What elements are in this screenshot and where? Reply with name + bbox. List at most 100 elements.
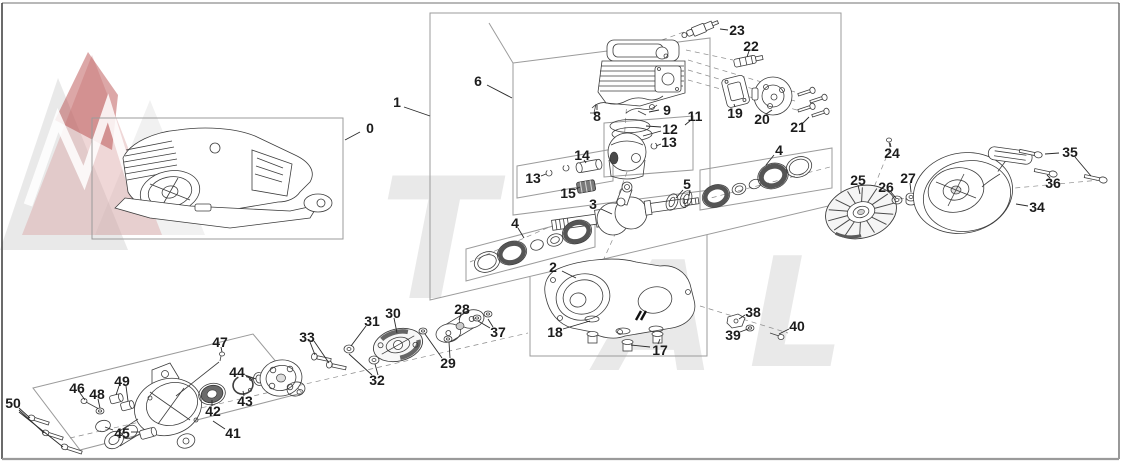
bracket-screw [769,332,785,340]
leader-line-2 [561,270,577,279]
callout-23: 23 [729,22,745,38]
leader-line-46 [79,392,86,401]
leader-line-25 [857,184,861,195]
starter-screw-b [1083,174,1108,184]
engine-fins [123,140,178,181]
ignition-rotor [751,76,793,116]
leader-line-50 [18,411,64,448]
callout-31: 31 [364,313,380,329]
shoe-washers [418,327,453,343]
wrist-pin [575,158,603,174]
piston [607,132,647,180]
gearhead-nut [95,407,105,415]
callout-4: 4 [775,142,783,158]
callout-13: 13 [661,134,677,150]
rotor-screws [797,86,830,118]
callout-38: 38 [745,304,761,320]
leader-line-50 [18,407,31,419]
leader-line-17 [630,344,651,348]
leader-line-49 [125,385,129,402]
starter-rope [981,173,1001,188]
leader-line-11 [684,119,692,126]
watermark-letter-0: T [380,142,506,338]
leader-line-5 [688,189,691,197]
housing-bolts [27,414,83,455]
page-border [1,2,1120,461]
leader-line-29 [424,333,443,359]
leader-line-40 [778,328,790,335]
callout-22: 22 [743,38,759,54]
box-cylinder-kit-edge [488,22,514,64]
callout-17: 17 [652,342,668,358]
vibration-feet [586,331,664,352]
engine-side-cover [251,149,293,197]
oring [95,419,111,433]
leader-line-12 [645,125,662,128]
clutch-washer-a [343,344,355,354]
callout-25: 25 [850,172,866,188]
clutch-assembly [372,327,424,363]
callout-44: 44 [229,364,245,380]
leader-line-38 [738,314,746,320]
leader-line-30 [393,317,398,334]
callout-4: 4 [511,215,519,231]
callout-18: 18 [547,324,563,340]
brand-watermark: TAL [0,52,845,406]
gearhead-housing [104,361,220,450]
leader-line-33 [309,341,316,356]
callout-46: 46 [69,380,85,396]
callout-21: 21 [790,119,806,135]
engine-assembly [114,127,333,229]
box-seal-kit-right [699,147,833,211]
retainer-washers [472,310,493,322]
leader-line-41 [212,420,226,430]
flywheel [825,184,897,240]
callout-35: 35 [1062,144,1078,160]
seal-kit-right [701,156,813,208]
callout-45: 45 [114,425,130,441]
axis-lines [69,28,1101,439]
callout-3: 3 [589,196,597,212]
leader-line-19 [733,103,736,108]
leader-line-22 [746,50,750,58]
spacer-bushings [109,393,135,412]
leader-line-28 [458,313,462,321]
callout-6: 6 [474,73,482,89]
throttle-lever [625,104,658,116]
leader-line-43 [242,390,245,397]
leader-line-0 [344,131,361,141]
seal-kit-left [473,219,593,273]
callout-8: 8 [593,108,601,124]
leader-line-45 [104,426,114,431]
callout-36: 36 [1045,175,1061,191]
leader-line-3 [600,208,613,215]
leader-line-5 [675,189,684,199]
recoil-starter [912,146,1033,234]
callout-26: 26 [878,179,894,195]
callout-37: 37 [490,324,506,340]
callout-15: 15 [560,185,576,201]
crankcase [544,258,696,339]
leader-line-6 [486,84,513,99]
leader-line-9 [648,109,660,113]
crank-washers [665,190,693,211]
cylinder-bolt [733,54,764,68]
logo-gray-triangle [0,78,128,250]
callout-34: 34 [1029,199,1045,215]
leader-line-34 [1015,203,1029,207]
callout-27: 27 [900,170,916,186]
clutch-shoes [435,309,485,343]
leader-line-48 [97,398,101,409]
callout-9: 9 [663,102,671,118]
callout-19: 19 [727,105,743,121]
circlip-left [545,169,553,177]
bushing [139,426,157,440]
callout-43: 43 [237,393,253,409]
leader-line-37 [477,320,491,329]
needle-bearing [576,179,596,194]
clutch-screws [311,352,347,371]
callout-50: 50 [5,395,21,411]
leader-line-12 [642,130,662,137]
